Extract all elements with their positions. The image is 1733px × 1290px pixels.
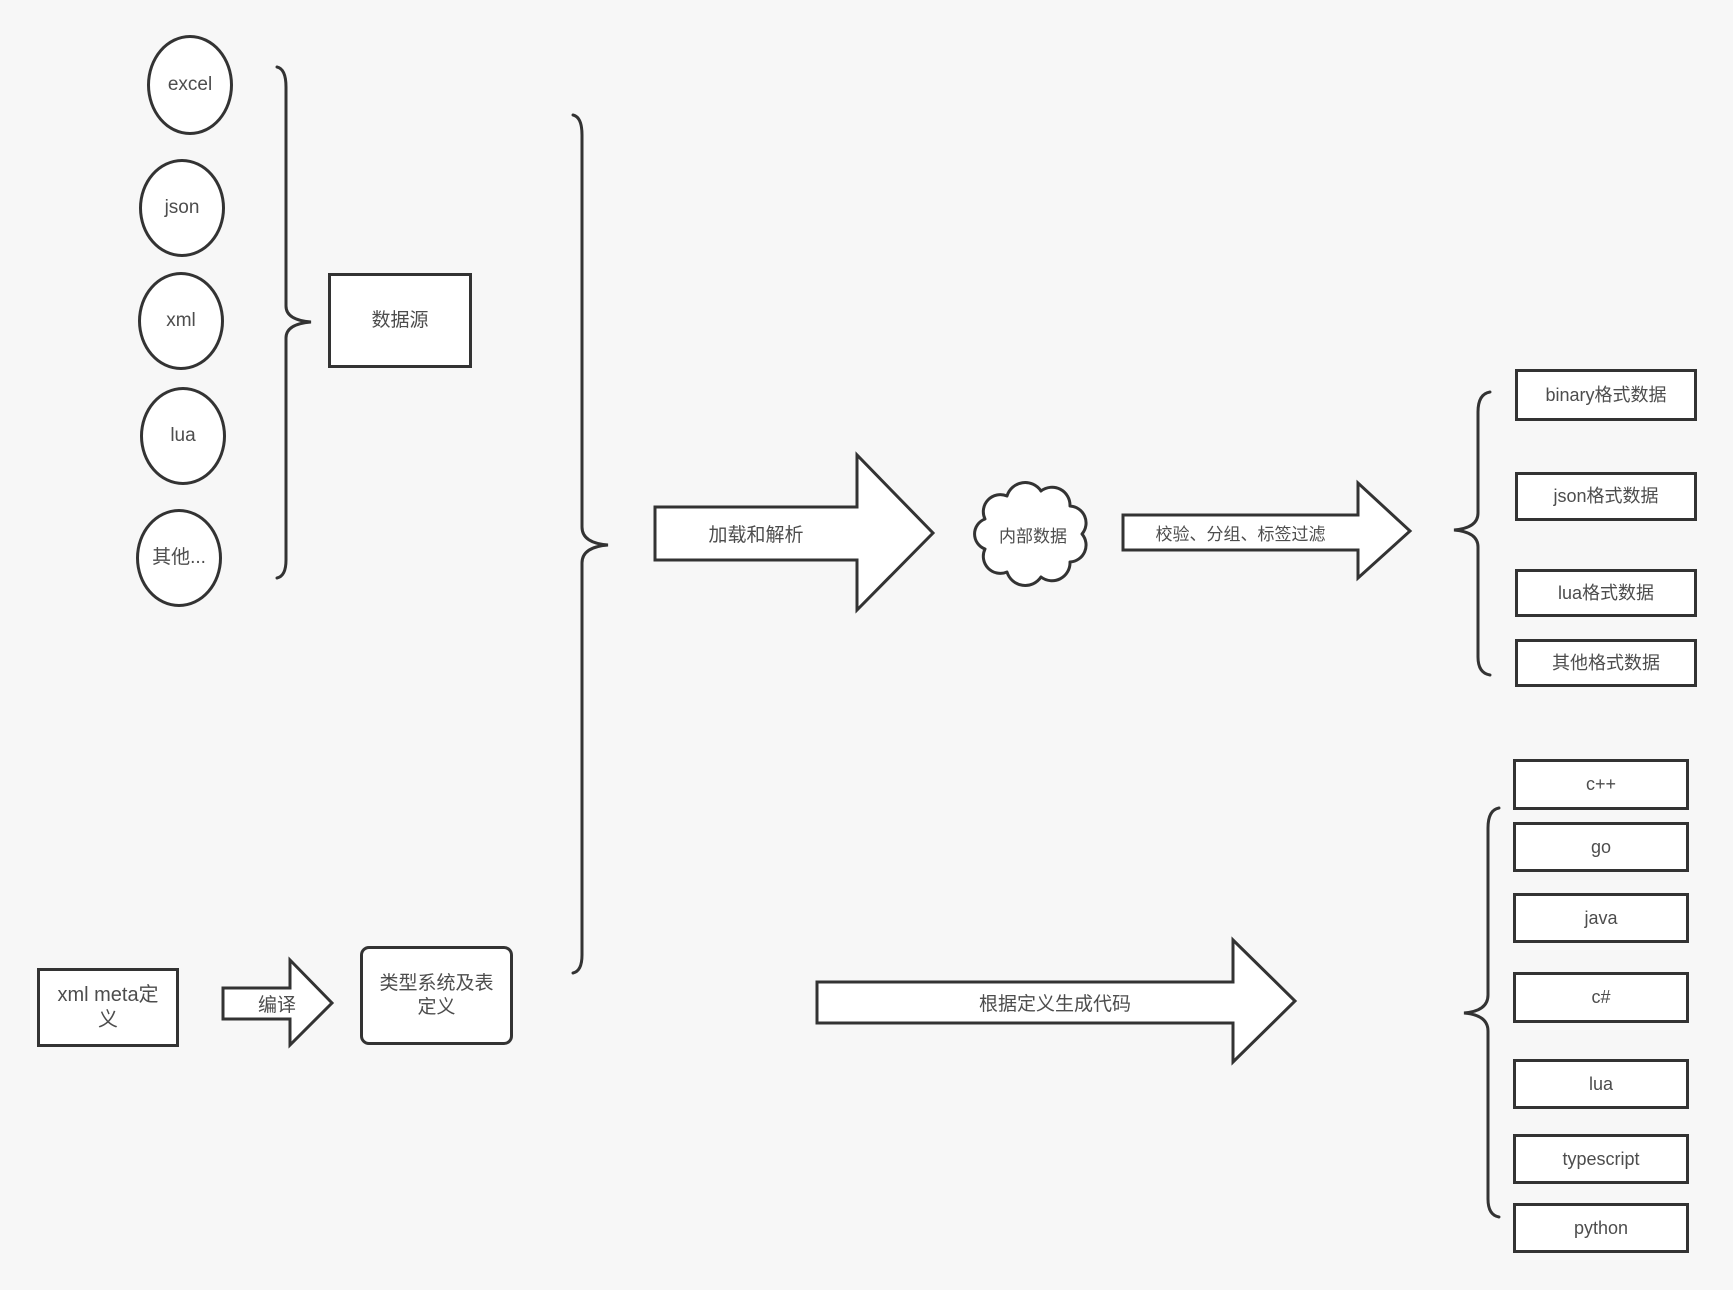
language-box-typescript: typescript bbox=[1513, 1134, 1689, 1184]
source-ellipse-json: json bbox=[139, 159, 225, 257]
outputs-brace bbox=[1453, 390, 1492, 677]
filter-arrow-shape bbox=[1121, 479, 1413, 582]
left-group-brace bbox=[571, 113, 609, 975]
data-source-box: 数据源 bbox=[328, 273, 472, 368]
language-box-csharp: c# bbox=[1513, 972, 1689, 1023]
language-box-lua: lua bbox=[1513, 1059, 1689, 1109]
language-box-go: go bbox=[1513, 822, 1689, 872]
load-parse-arrow-shape bbox=[653, 451, 936, 614]
output-box-lua: lua格式数据 bbox=[1515, 569, 1697, 617]
internal-data-cloud-shape bbox=[973, 481, 1088, 587]
languages-brace bbox=[1463, 806, 1501, 1219]
language-box-cpp: c++ bbox=[1513, 759, 1689, 810]
output-box-other: 其他格式数据 bbox=[1515, 639, 1697, 687]
language-box-python: python bbox=[1513, 1203, 1689, 1253]
source-ellipse-other: 其他... bbox=[136, 509, 222, 607]
output-box-binary: binary格式数据 bbox=[1515, 369, 1697, 421]
language-box-java: java bbox=[1513, 893, 1689, 943]
source-ellipse-lua: lua bbox=[140, 387, 226, 485]
xml-meta-definition-box: xml meta定义 bbox=[37, 968, 179, 1047]
type-system-box: 类型系统及表定义 bbox=[360, 946, 513, 1045]
source-ellipse-excel: excel bbox=[147, 35, 233, 135]
output-box-json: json格式数据 bbox=[1515, 472, 1697, 521]
compile-arrow-shape bbox=[221, 956, 335, 1049]
source-ellipse-xml: xml bbox=[138, 272, 224, 370]
sources-brace bbox=[275, 65, 312, 580]
generate-code-arrow-shape bbox=[815, 936, 1298, 1066]
